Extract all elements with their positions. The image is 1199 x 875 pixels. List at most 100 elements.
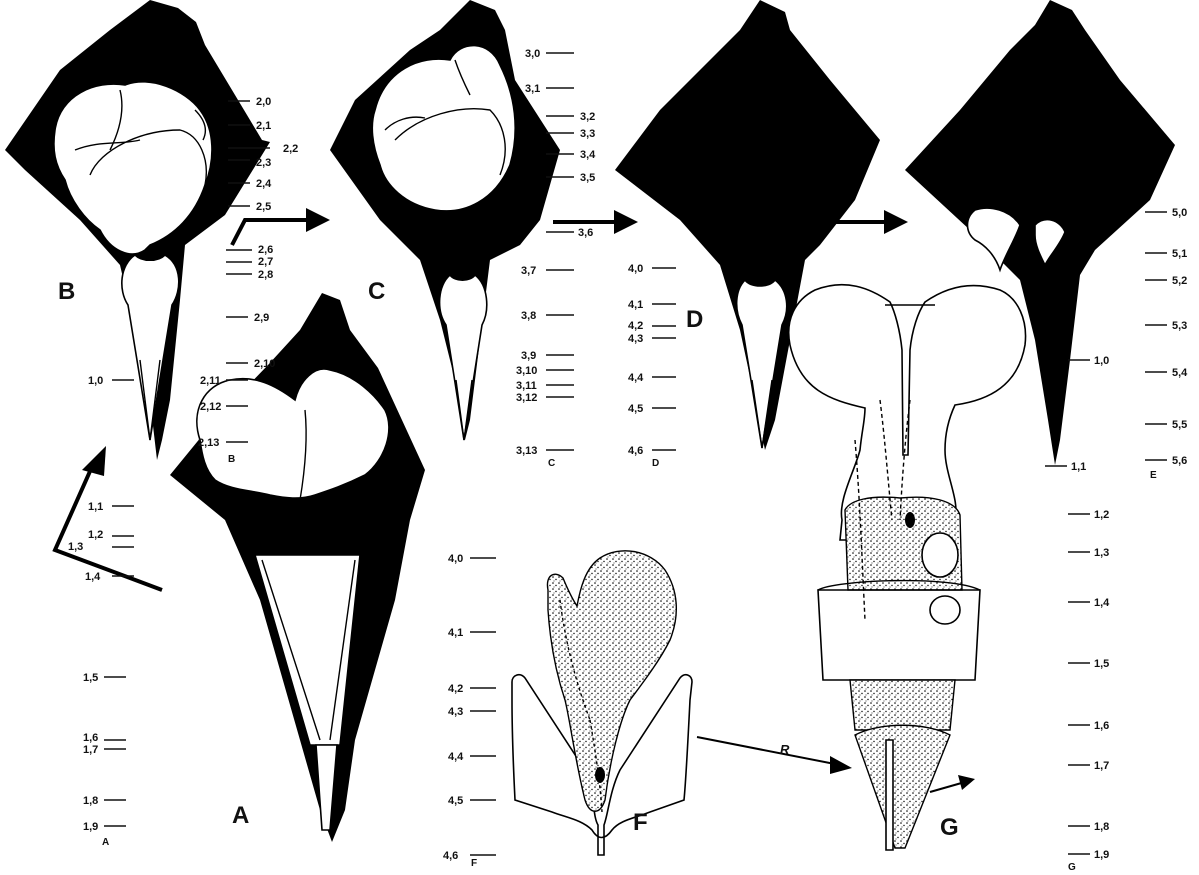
scale-b-tick-12: 2,12 <box>200 401 221 413</box>
scale-f-tick-4: 4,4 <box>448 751 464 763</box>
scale-a-tick-7: 1,7 <box>83 744 98 756</box>
scale-b-tick-1: 2,1 <box>256 120 271 132</box>
scale-f-tick-3: 4,3 <box>448 706 463 718</box>
scale-e-tick-4: 5,4 <box>1172 367 1188 379</box>
scale-d-tick-1: 4,1 <box>628 299 643 311</box>
arrow-c-to-d-head <box>614 210 638 234</box>
panel-f-drawing <box>512 551 692 855</box>
scale-g-tick-7: 1,8 <box>1094 821 1109 833</box>
scale-b-tick-7: 2,7 <box>258 256 273 268</box>
scale-e-tick-1: 5,1 <box>1172 248 1187 260</box>
scale-g-tick-3: 1,4 <box>1094 597 1110 609</box>
scale-a-tick-0: 1,0 <box>88 375 103 387</box>
scale-b-tick-4: 2,4 <box>256 178 272 190</box>
panel-g-letter: G <box>940 814 959 841</box>
scale-g-tick-5: 1,6 <box>1094 720 1109 732</box>
scale-c-tick-2: 3,2 <box>580 111 595 123</box>
arrow-b-to-c-head <box>306 208 330 232</box>
scale-a-tick-5: 1,5 <box>83 672 98 684</box>
arrow-d-to-e-head <box>884 210 908 234</box>
scale-b-letter: B <box>228 454 235 465</box>
scale-e-tick-3: 5,3 <box>1172 320 1187 332</box>
scale-f: 4,0 4,1 4,2 4,3 4,4 4,5 4,6 F <box>443 553 496 869</box>
scale-a-tick-3: 1,3 <box>68 541 83 553</box>
scale-f-tick-1: 4,1 <box>448 627 463 639</box>
scale-e-tick-0: 5,0 <box>1172 207 1187 219</box>
panel-b-letter: B <box>58 278 75 305</box>
scale-b-tick-6: 2,6 <box>258 244 273 256</box>
scale-f-tick-2: 4,2 <box>448 683 463 695</box>
scale-d-tick-3: 4,3 <box>628 333 643 345</box>
arrow-f-to-g-head <box>830 756 852 774</box>
scale-b-tick-5: 2,5 <box>256 201 271 213</box>
arrow-a-to-b-head <box>82 446 106 476</box>
scale-c-tick-8: 3,8 <box>521 310 536 322</box>
scale-e-extra-tick: 1,0 <box>1094 355 1109 367</box>
panel-c-letter: C <box>368 278 385 305</box>
arrow-a-to-b <box>55 460 162 590</box>
scale-c-tick-10: 3,10 <box>516 365 537 377</box>
scale-c-tick-3: 3,3 <box>580 128 595 140</box>
scale-a-tick-6: 1,6 <box>83 732 98 744</box>
scale-d-letter: D <box>652 458 659 469</box>
arrow-g-out <box>930 782 965 792</box>
scale-g-tick-0: 1,1 <box>1071 461 1086 473</box>
scale-c-tick-5: 3,5 <box>580 172 595 184</box>
scale-g-tick-8: 1,9 <box>1094 849 1109 861</box>
scale-e-tick-5: 5,5 <box>1172 419 1187 431</box>
scale-a: 1,0 1,1 1,2 1,3 1,4 1,5 1,6 1,7 1,8 1,9 … <box>68 375 134 848</box>
scale-b-tick-0: 2,0 <box>256 96 271 108</box>
scale-d-tick-5: 4,5 <box>628 403 643 415</box>
scale-g-letter: G <box>1068 862 1076 873</box>
scale-a-tick-4: 1,4 <box>85 571 101 583</box>
panel-a-letter: A <box>232 802 249 829</box>
scale-b-tick-13: 2,13 <box>198 437 219 449</box>
scale-c-tick-13: 3,13 <box>516 445 537 457</box>
panel-g-drawing <box>789 285 1026 850</box>
scale-a-tick-1: 1,1 <box>88 501 103 513</box>
scale-c-tick-4: 3,4 <box>580 149 596 161</box>
scale-d-tick-2: 4,2 <box>628 320 643 332</box>
scale-d-tick-0: 4,0 <box>628 263 643 275</box>
scale-g: 1,1 1,2 1,3 1,4 1,5 1,6 1,7 1,8 1,9 G <box>1045 461 1110 873</box>
scale-e-tick-2: 5,2 <box>1172 275 1187 287</box>
scale-g-tick-4: 1,5 <box>1094 658 1109 670</box>
scale-f-letter: F <box>471 858 477 869</box>
panel-d-letter: D <box>686 306 703 333</box>
scale-b-tick-2: 2,2 <box>283 143 298 155</box>
scale-b-tick-9: 2,9 <box>254 312 269 324</box>
scale-c-tick-0: 3,0 <box>525 48 540 60</box>
scale-e-letter: E <box>1150 470 1157 481</box>
scale-a-letter: A <box>102 837 109 848</box>
arrow-g-out-head <box>958 775 975 790</box>
scale-d-tick-4: 4,4 <box>628 372 644 384</box>
scale-g-tick-1: 1,2 <box>1094 509 1109 521</box>
scale-c-tick-1: 3,1 <box>525 83 540 95</box>
scale-b-tick-11: 2,11 <box>200 375 221 387</box>
scale-e-tick-6: 5,6 <box>1172 455 1187 467</box>
scale-d-tick-6: 4,6 <box>628 445 643 457</box>
arrow-b-to-c <box>232 220 310 245</box>
scale-a-tick-8: 1,8 <box>83 795 98 807</box>
scale-b-tick-3: 2,3 <box>256 157 271 169</box>
scale-c-tick-11: 3,11 <box>516 380 537 392</box>
scale-f-tick-5: 4,5 <box>448 795 463 807</box>
scale-b-tick-10: 2,10 <box>254 358 275 370</box>
scale-c-tick-9: 3,9 <box>521 350 536 362</box>
scale-c-tick-12: 3,12 <box>516 392 537 404</box>
scale-g-tick-2: 1,3 <box>1094 547 1109 559</box>
panel-f-letter: F <box>633 809 648 836</box>
scale-d: 4,0 4,1 4,2 4,3 4,4 4,5 4,6 D <box>628 263 676 469</box>
scale-f-tick-0: 4,0 <box>448 553 463 565</box>
scale-a-tick-9: 1,9 <box>83 821 98 833</box>
scale-a-tick-2: 1,2 <box>88 529 103 541</box>
scale-g-tick-6: 1,7 <box>1094 760 1109 772</box>
scale-c-tick-6: 3,6 <box>578 227 593 239</box>
arrow-f-to-g <box>697 737 840 765</box>
arrow-f-to-g-label: R <box>780 742 790 757</box>
scale-c-tick-7: 3,7 <box>521 265 536 277</box>
scale-c-letter: C <box>548 458 555 469</box>
scale-f-tick-6: 4,6 <box>443 850 458 862</box>
scale-b-tick-8: 2,8 <box>258 269 273 281</box>
